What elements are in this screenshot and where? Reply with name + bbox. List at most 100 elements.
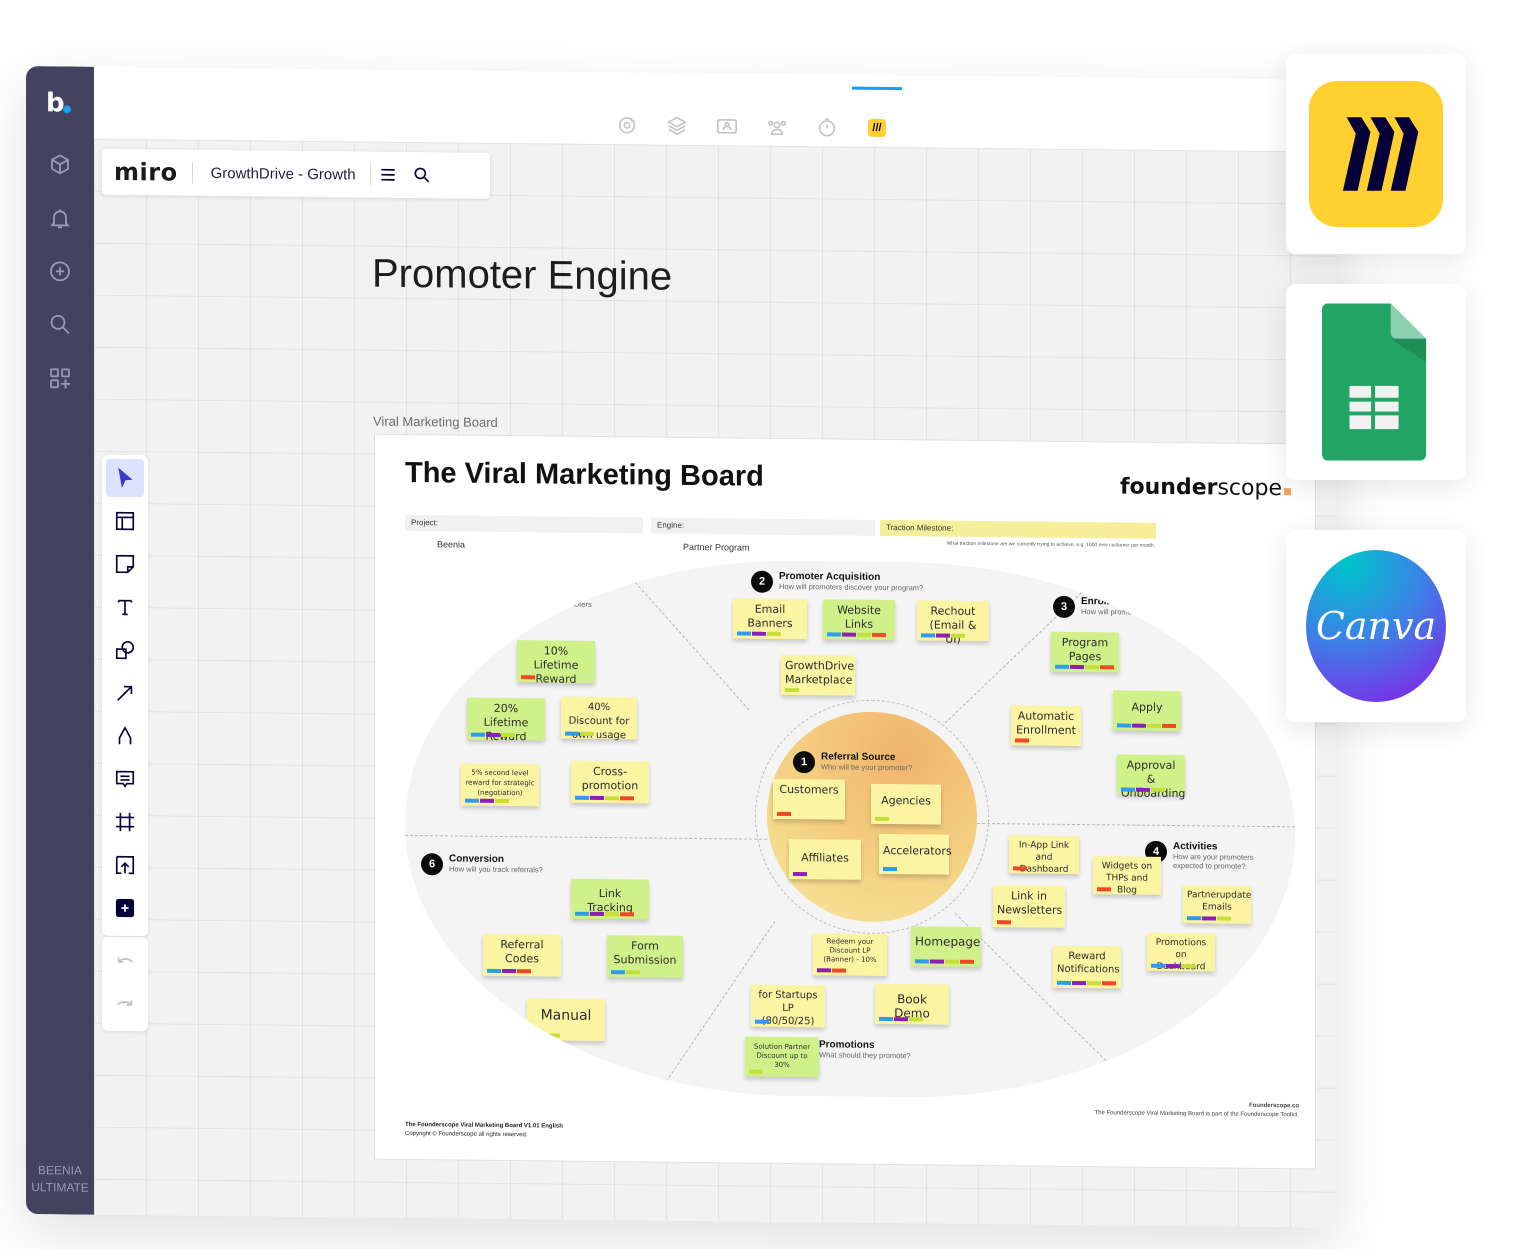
- sticky-note[interactable]: Partnerupdate Emails: [1183, 885, 1251, 924]
- sticky-tags: [879, 1016, 923, 1022]
- integration-card-miro[interactable]: [1286, 54, 1466, 254]
- sticky-note[interactable]: Form Submission: [607, 935, 683, 978]
- templates-tool-icon[interactable]: [106, 502, 144, 540]
- tag: [565, 731, 579, 736]
- divider-line: [614, 559, 750, 711]
- sticky-tags: [465, 798, 509, 804]
- comment-tool-icon[interactable]: [106, 760, 144, 798]
- sticky-tags: [1121, 787, 1165, 792]
- tag: [1187, 916, 1201, 921]
- sticky-note[interactable]: Link Tracking: [571, 878, 649, 920]
- viral-marketing-board-frame[interactable]: The Viral Marketing Board founderscope P…: [374, 433, 1316, 1170]
- timer-icon[interactable]: [814, 114, 840, 140]
- milestone-field[interactable]: Traction Milestone:: [880, 519, 1156, 539]
- sticky-text: Customers: [779, 782, 839, 797]
- select-tool-icon[interactable]: [106, 458, 144, 498]
- more-tools-icon[interactable]: [106, 889, 144, 927]
- sticky-note[interactable]: Widgets on THPs and Blog: [1093, 856, 1161, 896]
- sticky-note[interactable]: Rechout (Email & UI): [917, 600, 989, 646]
- menu-icon[interactable]: [371, 158, 405, 192]
- plan-label: BEENIA ULTIMATE: [26, 1162, 94, 1197]
- sticky-note[interactable]: Agencies: [871, 783, 941, 825]
- sticky-note[interactable]: Manual: [527, 998, 605, 1042]
- sticky-text: Partnerupdate Emails: [1187, 890, 1252, 913]
- sticky-note[interactable]: Link in Newsletters: [993, 885, 1065, 928]
- sticky-note[interactable]: In-App Link and Dashboard: [1009, 835, 1079, 875]
- pen-tool-icon[interactable]: [106, 717, 144, 755]
- sticky-note[interactable]: 40% Discount for own usage: [561, 696, 637, 741]
- tag: [620, 796, 634, 801]
- team-icon[interactable]: [764, 114, 790, 140]
- sticky-note-tool-icon[interactable]: [106, 545, 144, 583]
- sticky-note[interactable]: Promotions on Dashboard: [1147, 932, 1215, 972]
- sticky-text: Redeem your Discount LP (Banner) - 10%: [823, 937, 877, 964]
- cube-icon[interactable]: [48, 152, 72, 176]
- text-tool-icon[interactable]: [106, 588, 144, 626]
- engine-label: Engine:: [657, 520, 685, 530]
- presentation-icon[interactable]: [714, 113, 740, 139]
- sticky-note[interactable]: Apply: [1113, 690, 1181, 732]
- sticky-note[interactable]: 5% second level reward for strategic (ne…: [461, 763, 539, 807]
- frame-label[interactable]: Viral Marketing Board: [373, 413, 498, 430]
- sticky-tags: [1117, 723, 1176, 729]
- integration-card-google-sheets[interactable]: [1286, 284, 1466, 480]
- miro-logo[interactable]: miro: [114, 157, 178, 187]
- sticky-note[interactable]: Solution Partner Discount up to 30%: [745, 1036, 819, 1078]
- plan-label-line2: ULTIMATE: [31, 1180, 89, 1195]
- target-icon[interactable]: [614, 112, 640, 138]
- sticky-note[interactable]: 20% Lifetime Reward: [467, 697, 545, 743]
- search-icon[interactable]: [48, 312, 72, 336]
- sticky-note[interactable]: Customers: [773, 778, 845, 820]
- tag: [909, 1017, 923, 1022]
- sticky-tags: [749, 1069, 763, 1074]
- project-field[interactable]: Project:: [405, 514, 643, 534]
- sticky-note[interactable]: Approval & Onboarding: [1117, 754, 1185, 800]
- upload-tool-icon[interactable]: [106, 846, 144, 884]
- sticky-note[interactable]: Email Banners: [733, 598, 807, 640]
- sticky-note[interactable]: Program Pages: [1051, 631, 1119, 673]
- tag: [1100, 665, 1114, 670]
- sticky-note[interactable]: Accelerators: [879, 833, 952, 875]
- tag: [1102, 981, 1116, 986]
- section-subtitle: How are your promoters expected to promo…: [1173, 852, 1254, 871]
- layers-icon[interactable]: [664, 113, 690, 139]
- engine-field[interactable]: Engine:: [651, 517, 875, 536]
- sticky-text: 5% second level reward for strategic (ne…: [465, 768, 535, 798]
- sticky-note[interactable]: Referral Codes: [483, 933, 561, 977]
- beenia-logo[interactable]: b: [46, 88, 76, 118]
- sticky-note[interactable]: for Startups LP (80/50/25): [751, 984, 825, 1028]
- sticky-text: Referral Codes: [500, 937, 544, 966]
- section-subtitle: How will promoters get enrolled?: [1081, 607, 1190, 618]
- board-name[interactable]: GrowthDrive - Growth: [210, 164, 356, 183]
- bell-icon[interactable]: [48, 206, 72, 230]
- sticky-tags: [1057, 980, 1116, 986]
- shapes-tool-icon[interactable]: [106, 631, 144, 669]
- miro-canvas[interactable]: miro GrowthDrive - Growth Promoter Engin…: [94, 138, 1336, 1228]
- sticky-note[interactable]: GrowthDrive Marketplace: [781, 654, 855, 696]
- sticky-note[interactable]: 10% Lifetime Reward: [517, 640, 595, 686]
- sticky-text: Reward Notifications: [1057, 950, 1120, 976]
- sticky-note[interactable]: Affiliates: [789, 838, 861, 880]
- sticky-note[interactable]: Cross-promotion: [571, 760, 649, 804]
- frame-tool-icon[interactable]: [106, 803, 144, 841]
- search-icon[interactable]: [405, 158, 439, 192]
- tag: [546, 1033, 560, 1038]
- sticky-note[interactable]: Redeem your Discount LP (Banner) - 10%: [813, 933, 887, 977]
- arrow-tool-icon[interactable]: [106, 674, 144, 712]
- undo-icon[interactable]: [106, 941, 144, 979]
- sticky-note[interactable]: Website Links: [823, 599, 895, 641]
- miro-icon[interactable]: ///: [864, 115, 890, 141]
- apps-add-icon[interactable]: [48, 366, 72, 390]
- sticky-note[interactable]: Homepage: [911, 926, 981, 968]
- integration-card-canva[interactable]: Canva: [1286, 530, 1466, 722]
- sticky-note[interactable]: Book Demo: [875, 983, 949, 1025]
- add-circle-icon[interactable]: [48, 259, 72, 283]
- section-number: 7: [469, 587, 491, 610]
- sticky-note[interactable]: Reward Notifications: [1053, 945, 1121, 989]
- redo-icon[interactable]: [106, 984, 144, 1022]
- tag: [517, 969, 531, 974]
- tag: [894, 1017, 908, 1022]
- tag: [1162, 723, 1176, 729]
- sticky-note[interactable]: Automatic Enrollment: [1011, 705, 1081, 747]
